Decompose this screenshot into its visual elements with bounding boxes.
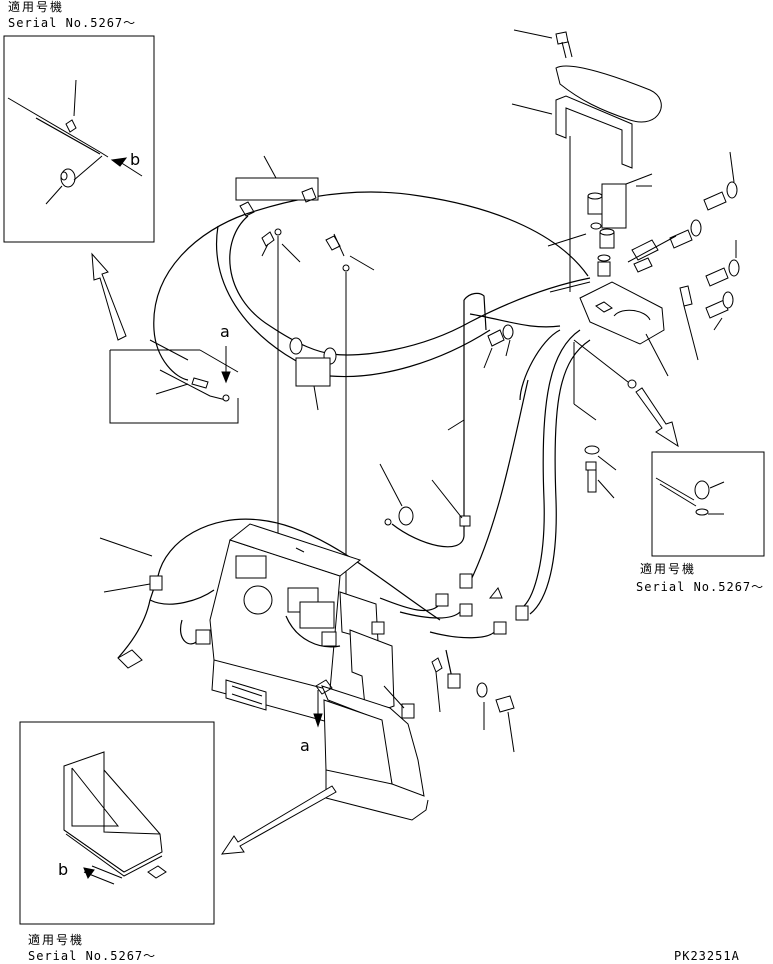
serial-label-top-left: Serial No.5267～ xyxy=(8,16,137,30)
view-label-b-top: b xyxy=(130,150,141,169)
hollow-arrow-to-right-detail xyxy=(635,387,679,448)
bracket-assembly xyxy=(511,29,740,499)
detail-box-middle-left xyxy=(109,339,239,424)
drawing-code: PK23251A xyxy=(674,949,740,963)
upper-harness-loop xyxy=(153,155,591,411)
applicable-label-bottom-left: 適用号機 xyxy=(28,933,85,947)
applicable-label-top-left: 適用号機 xyxy=(8,0,65,14)
view-label-a-main: a xyxy=(300,736,310,755)
detail-box-bottom-left xyxy=(19,721,215,925)
view-label-a-detail: a xyxy=(220,322,230,341)
side-cables xyxy=(379,292,591,615)
lower-unit xyxy=(99,518,529,821)
applicable-label-right: 適用号機 xyxy=(640,562,697,576)
hollow-arrow-to-bottom-detail xyxy=(221,785,337,855)
hollow-arrow-to-top-detail xyxy=(91,252,127,341)
serial-label-bottom-left: Serial No.5267～ xyxy=(28,949,157,963)
detail-box-top-left xyxy=(3,35,155,243)
view-label-b-bottom: b xyxy=(58,860,69,879)
serial-label-right: Serial No.5267～ xyxy=(636,580,765,594)
detail-box-right xyxy=(651,451,765,557)
